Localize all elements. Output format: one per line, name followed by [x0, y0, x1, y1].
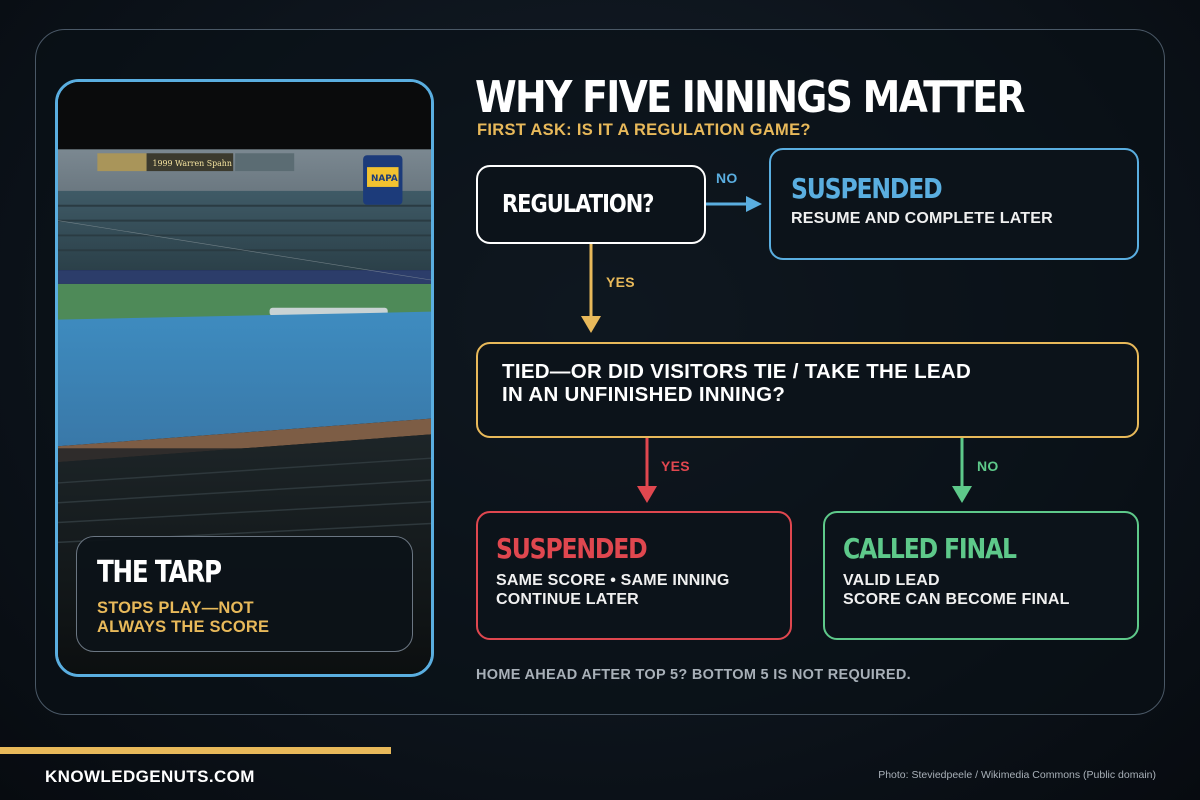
page-subtitle: FIRST ASK: IS IT A REGULATION GAME? — [477, 121, 811, 139]
footnote: HOME AHEAD AFTER TOP 5? BOTTOM 5 IS NOT … — [476, 667, 911, 683]
tarp-card-title: THE TARP — [97, 555, 222, 590]
tarp-card: THE TARP STOPS PLAY—NOT ALWAYS THE SCORE — [76, 536, 413, 652]
suspended-top-title: SUSPENDED — [791, 172, 943, 205]
called-final-title: CALLED FINAL — [843, 532, 1017, 565]
brand-link[interactable]: KNOWLEDGENUTS.COM — [45, 767, 255, 786]
no-label-1: NO — [716, 170, 738, 186]
photo-credit: Photo: Steviedpeele / Wikimedia Commons … — [878, 769, 1156, 781]
suspended-bottom-line-2: CONTINUE LATER — [496, 591, 639, 608]
tied-question-line-1: TIED—OR DID VISITORS TIE / TAKE THE LEAD — [502, 360, 972, 383]
regulation-question-label: REGULATION? — [502, 189, 654, 218]
suspended-top-box: SUSPENDED RESUME AND COMPLETE LATER — [769, 148, 1139, 260]
suspended-bottom-box: SUSPENDED SAME SCORE • SAME INNING CONTI… — [476, 511, 792, 640]
yes-label-1: YES — [606, 274, 635, 290]
scoreboard-text: 1999 Warren Spahn — [152, 159, 231, 168]
suspended-bottom-text: SAME SCORE • SAME INNING CONTINUE LATER — [496, 571, 730, 609]
tied-question-text: TIED—OR DID VISITORS TIE / TAKE THE LEAD… — [502, 360, 971, 406]
suspended-bottom-title: SUSPENDED — [496, 532, 648, 565]
called-final-line-2: SCORE CAN BECOME FINAL — [843, 591, 1070, 608]
tarp-card-subtitle: STOPS PLAY—NOT ALWAYS THE SCORE — [97, 599, 270, 636]
regulation-question-box: REGULATION? — [476, 165, 706, 244]
yes-label-2: YES — [661, 458, 690, 474]
suspended-bottom-line-1: SAME SCORE • SAME INNING — [496, 572, 730, 589]
no-label-2: NO — [977, 458, 999, 474]
napa-sign-text: NAPA — [371, 174, 398, 184]
tied-question-line-2: IN AN UNFINISHED INNING? — [502, 383, 786, 406]
page-title: WHY FIVE INNINGS MATTER — [475, 72, 1026, 123]
rain-delay-stadium-image: 1999 Warren Spahn NAPA — [58, 82, 431, 674]
tied-question-box: TIED—OR DID VISITORS TIE / TAKE THE LEAD… — [476, 342, 1139, 438]
called-final-text: VALID LEAD SCORE CAN BECOME FINAL — [843, 571, 1070, 609]
suspended-top-text: RESUME AND COMPLETE LATER — [791, 210, 1053, 227]
called-final-line-1: VALID LEAD — [843, 572, 940, 589]
called-final-box: CALLED FINAL VALID LEAD SCORE CAN BECOME… — [823, 511, 1139, 640]
accent-bar — [0, 747, 391, 754]
